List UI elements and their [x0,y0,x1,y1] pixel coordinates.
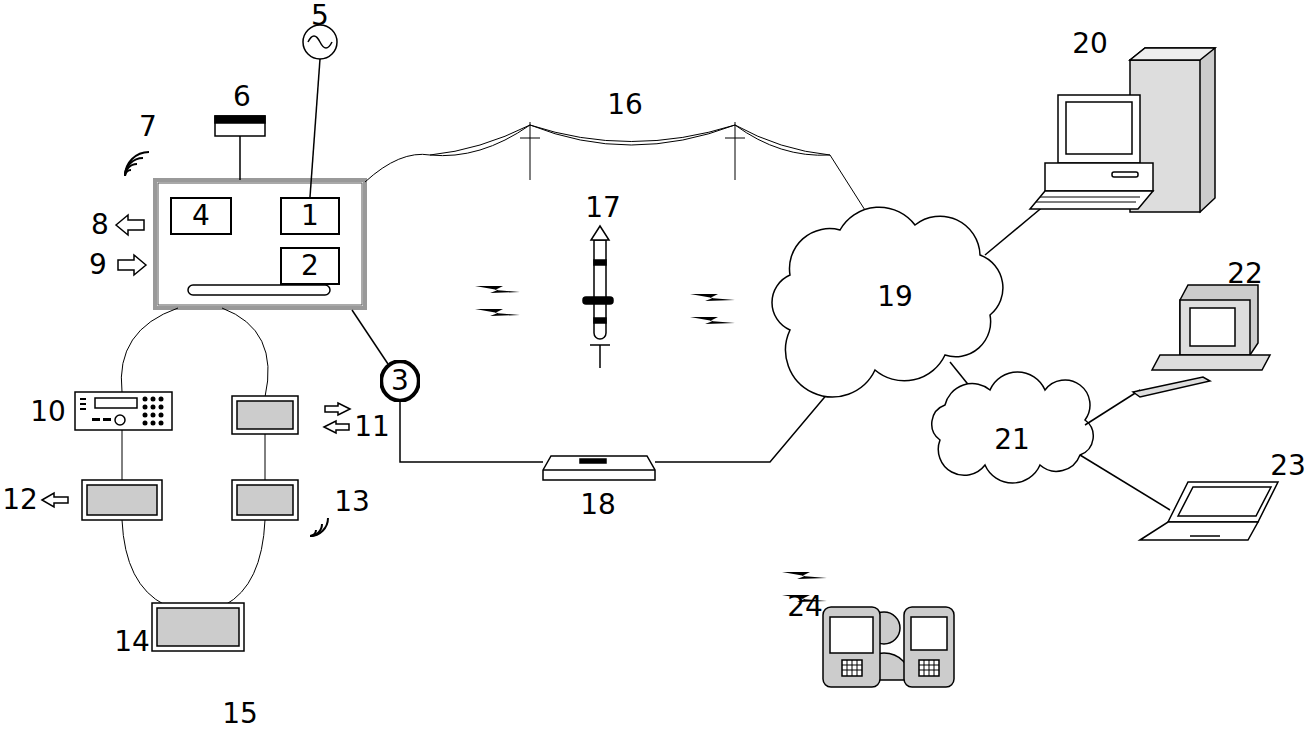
panel-device [152,603,244,651]
display-band [215,116,265,123]
callout-number: 2 [301,252,319,280]
callout-number: 21 [994,426,1030,454]
wire [400,400,543,462]
callout-number: 1 [301,202,319,230]
callout-number: 7 [139,113,157,141]
callout-number: 12 [2,486,38,514]
unit-box: 2 [280,247,340,285]
network-cloud [932,372,1093,483]
panel-device [232,396,350,434]
antenna [583,226,613,368]
callout-number: 3 [391,367,409,395]
housing-inner [158,183,362,305]
panel-device [42,480,162,520]
callout-number: 11 [354,413,390,441]
wire [352,310,388,364]
mobile-user [823,607,954,687]
callout-number: 15 [222,700,258,728]
callout-number: 20 [1072,30,1108,58]
radio-waves [475,286,827,602]
callout-number: 24 [787,593,823,621]
output-arrow [116,215,144,235]
wire [1080,455,1170,510]
keypad-device [75,392,172,430]
panel-device [232,480,328,536]
callout-number: 4 [192,202,210,230]
unit-box: 1 [280,197,340,235]
wire [310,59,320,197]
callout-number: 9 [89,251,107,279]
wire [1085,390,1140,425]
callout-number: 8 [91,211,109,239]
display [215,116,265,136]
laptop [1140,482,1278,540]
callout-number: 14 [114,628,150,656]
callout-number: 6 [233,83,251,111]
modem [543,456,655,480]
input-arrow [118,255,146,275]
callout-number: 13 [334,488,370,516]
wire [985,205,1045,255]
callout-number: 5 [311,2,329,30]
ac-source [303,25,337,59]
slot [188,285,330,295]
callout-number: 18 [580,491,616,519]
junction-circle: 3 [380,360,420,402]
wire [239,136,241,180]
ring-bus [121,308,268,605]
callout-number: 23 [1270,452,1306,480]
server-computer [1030,48,1215,212]
unit-box: 4 [170,197,232,235]
callout-number: 10 [30,398,66,426]
network-cloud [772,207,1003,397]
callout-number: 16 [607,91,643,119]
wireless-symbol [125,152,149,176]
desktop-computer [1133,285,1270,397]
callout-number: 19 [877,283,913,311]
callout-number: 22 [1227,260,1263,288]
sine [308,36,332,48]
callout-number: 17 [585,194,621,222]
housing [155,180,365,308]
